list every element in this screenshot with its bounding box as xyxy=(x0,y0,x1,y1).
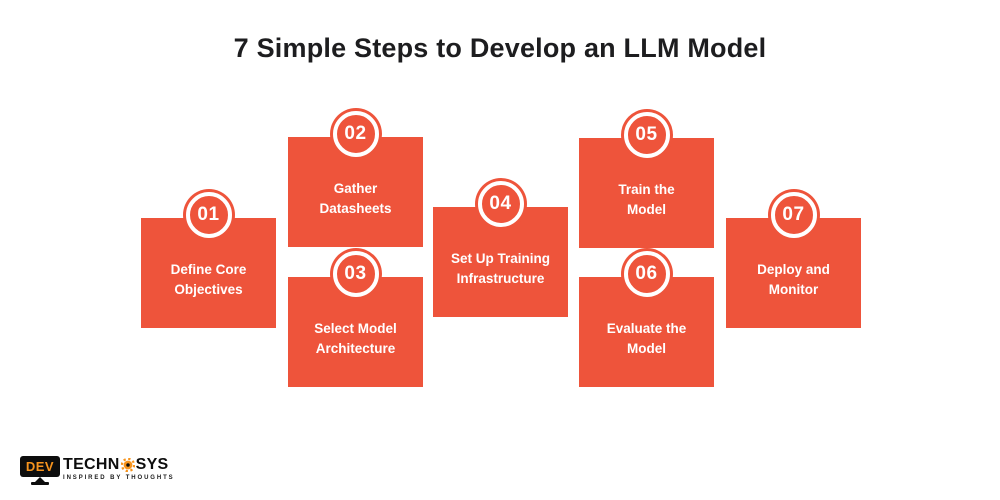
step-label: Gather Datasheets xyxy=(319,165,391,219)
logo-name: TECHN SYS xyxy=(63,456,175,473)
step-label: Train the Model xyxy=(618,166,674,220)
gear-icon xyxy=(120,457,135,472)
step-card-5: 05 Train the Model xyxy=(579,112,714,248)
logo-name-left: TECHN xyxy=(63,456,120,473)
step-label-line2: Architecture xyxy=(315,341,396,356)
step-number-badge: 06 xyxy=(623,251,670,297)
logo-wordmark: TECHN SYS INSPIRED BY THOUGHTS xyxy=(63,456,175,481)
step-label: Deploy and Monitor xyxy=(757,246,830,300)
page-title: 7 Simple Steps to Develop an LLM Model xyxy=(233,33,767,63)
step-label: Select Model Architecture xyxy=(314,305,397,359)
step-label-line2: Model xyxy=(627,341,666,356)
step-label-line1: Define Core xyxy=(170,262,247,277)
monitor-screen-text: DEV xyxy=(20,456,60,477)
step-label-line1: Set Up Training xyxy=(450,251,550,266)
step-label-line2: Objectives xyxy=(174,282,243,297)
monitor-icon: DEV xyxy=(20,456,60,485)
step-label-line2: Model xyxy=(626,202,666,217)
step-number-badge: 03 xyxy=(332,251,379,297)
step-card-1: 01 Define Core Objectives xyxy=(141,192,276,328)
step-label-line1: Evaluate the xyxy=(606,321,687,336)
step-label: Set Up Training Infrastructure xyxy=(451,235,550,289)
step-card-6: 06 Evaluate the Model xyxy=(579,251,714,387)
step-label: Evaluate the Model xyxy=(607,305,687,359)
step-label-line2: Infrastructure xyxy=(456,271,545,286)
step-label-line2: Monitor xyxy=(768,282,819,297)
step-label-line1: Gather xyxy=(333,181,378,196)
step-number-badge: 05 xyxy=(623,112,670,158)
step-card-3: 03 Select Model Architecture xyxy=(288,251,423,387)
step-number-badge: 07 xyxy=(770,192,817,238)
logo-tagline: INSPIRED BY THOUGHTS xyxy=(63,475,175,481)
step-card-7: 07 Deploy and Monitor xyxy=(726,192,861,328)
step-number-badge: 04 xyxy=(477,181,524,227)
step-label-line1: Train the xyxy=(618,182,675,197)
logo-name-right: SYS xyxy=(135,456,169,473)
monitor-base xyxy=(31,482,49,485)
step-label-line2: Datasheets xyxy=(319,201,392,216)
step-card-4: 04 Set Up Training Infrastructure xyxy=(433,181,568,317)
dev-technosys-logo: DEV TECHN SYS INSPIRED BY THOUGHTS xyxy=(20,456,175,485)
step-label-line1: Deploy and xyxy=(757,262,830,277)
step-label-line1: Select Model xyxy=(314,321,397,336)
step-number-badge: 02 xyxy=(332,111,379,157)
monitor-stand xyxy=(35,477,45,482)
step-number-badge: 01 xyxy=(185,192,232,238)
step-label: Define Core Objectives xyxy=(171,246,247,300)
step-card-2: 02 Gather Datasheets xyxy=(288,111,423,247)
